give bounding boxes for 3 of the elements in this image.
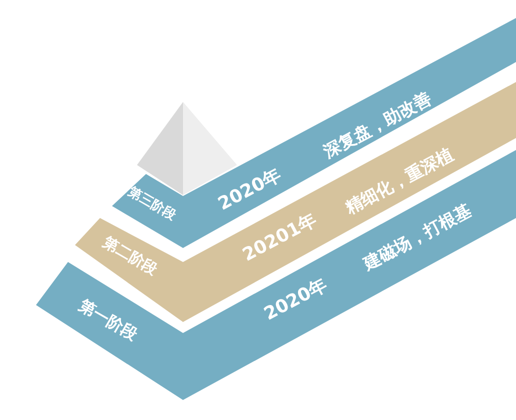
stage-label: 第一阶段 bbox=[76, 297, 140, 343]
stage-label: 第三阶段 bbox=[126, 185, 178, 223]
stage-label: 第二阶段 bbox=[100, 234, 160, 278]
